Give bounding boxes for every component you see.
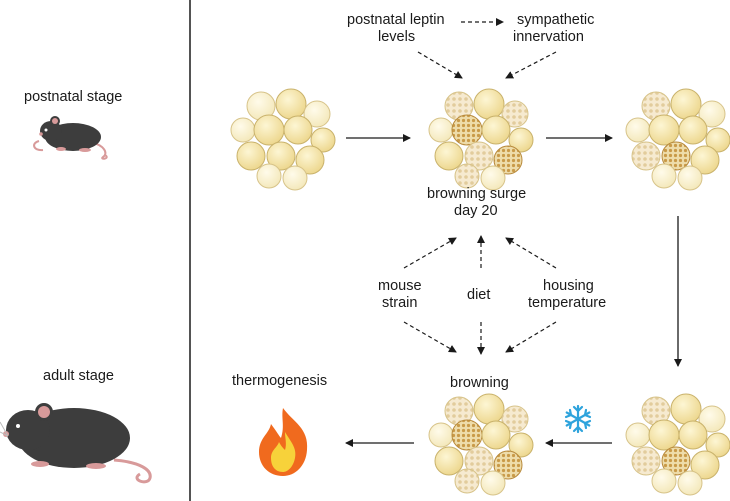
housing-label-line2: temperature	[528, 295, 607, 311]
leptin-label-line2: levels	[378, 29, 416, 45]
sympathetic-label-line2: innervation	[513, 29, 584, 45]
sympathetic-label-line1: sympathetic	[517, 12, 595, 28]
surge-label-line2: day 20	[454, 203, 498, 219]
postnatal-stage-label: postnatal stage	[24, 89, 123, 105]
housing-label-line1: housing	[543, 278, 594, 294]
arrow-sympathetic-to-surge	[505, 51, 557, 79]
leptin-label-line1: postnatal leptin	[347, 12, 445, 28]
fire-icon	[259, 408, 308, 476]
adult-mouse-icon	[0, 403, 152, 484]
postnatal-mouse-icon	[33, 116, 108, 160]
strain-label-line2: strain	[382, 295, 418, 311]
browning-surge-cluster	[428, 88, 534, 191]
adult-stage-label: adult stage	[43, 368, 114, 384]
arrow-strain-up	[403, 237, 457, 269]
browning-label: browning	[450, 375, 509, 391]
thermogenesis-label: thermogenesis	[232, 373, 328, 389]
arrow-leptin-to-surge	[417, 51, 463, 79]
arrow-housing-up	[505, 237, 557, 269]
surge-label-line1: browning surge	[427, 186, 527, 202]
adult-browning-cluster	[428, 393, 534, 496]
arrow-strain-down	[403, 321, 457, 353]
snowflake-icon	[564, 404, 592, 434]
arrow-housing-down	[505, 321, 557, 353]
strain-label-line1: mouse	[378, 278, 422, 294]
white-adipose-cluster	[230, 88, 336, 191]
diet-label: diet	[467, 287, 491, 303]
post-surge-cluster	[625, 88, 730, 191]
adult-cluster	[625, 393, 730, 496]
